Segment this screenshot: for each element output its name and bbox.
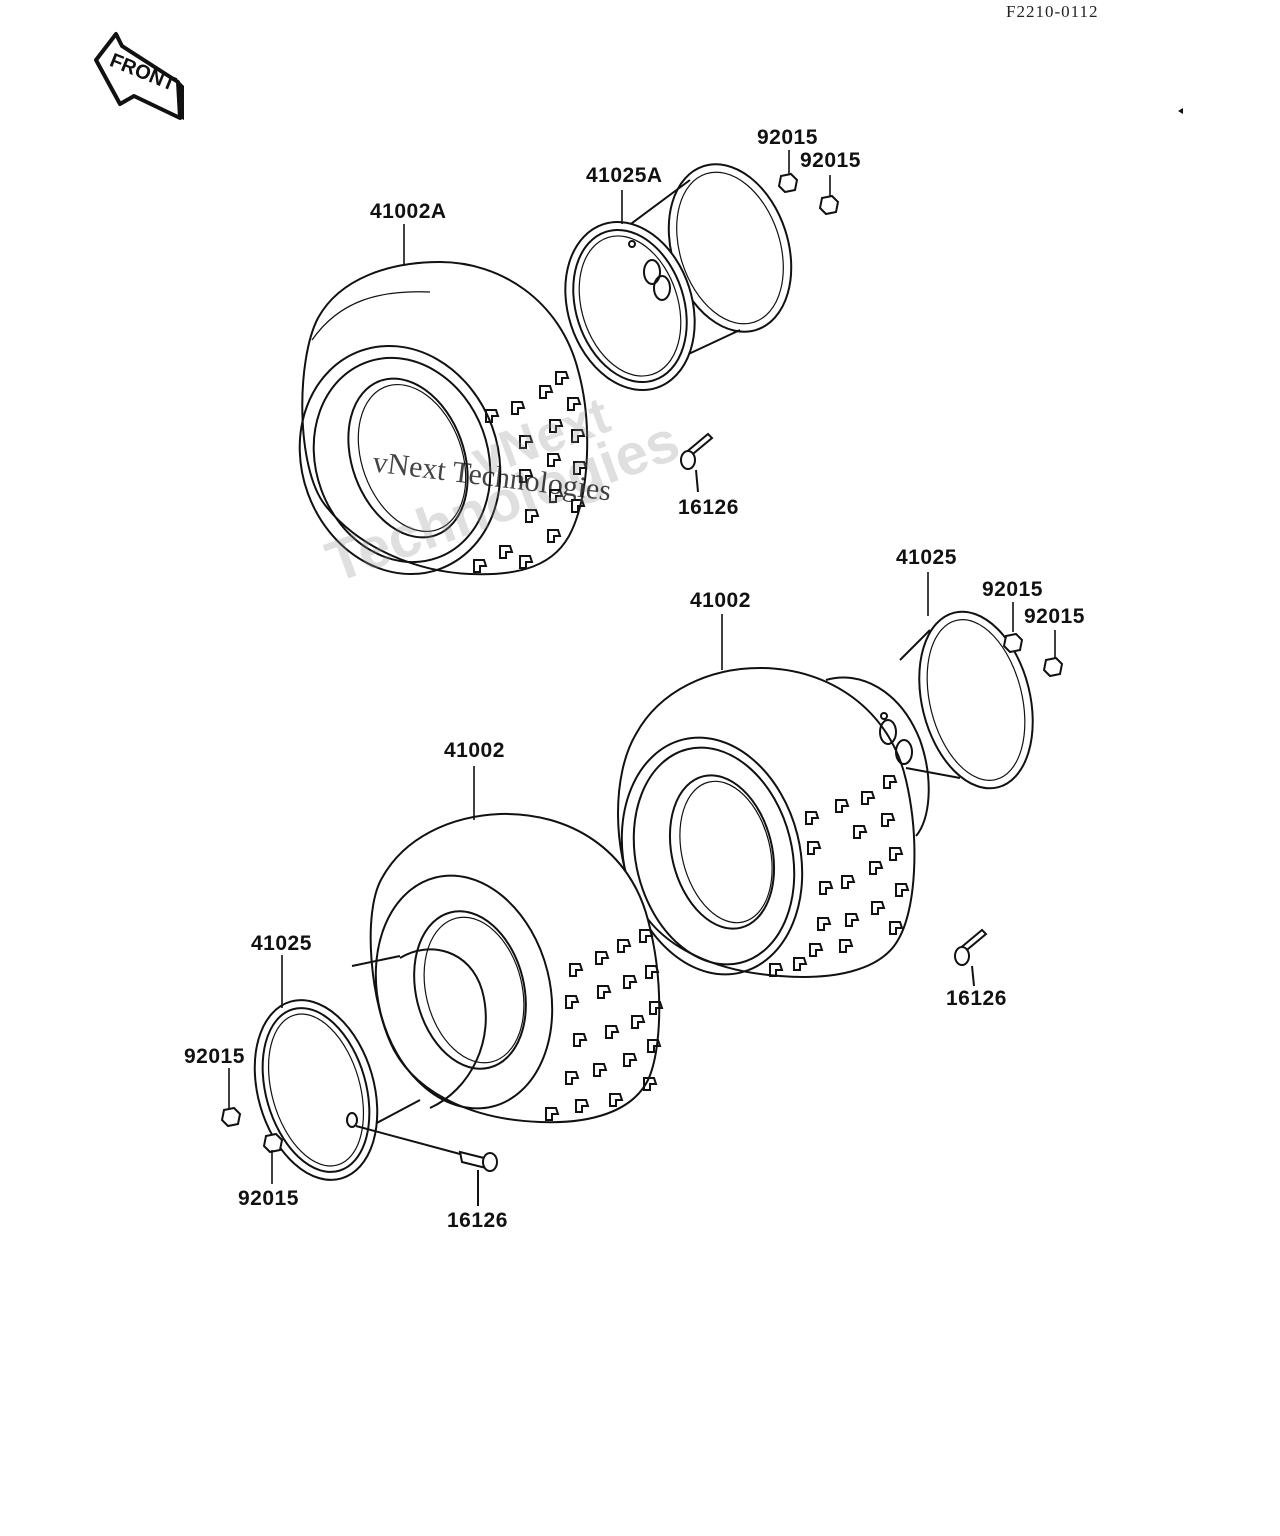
tire-icon xyxy=(298,260,589,576)
rim-icon xyxy=(825,610,1034,837)
rim-icon xyxy=(564,163,793,392)
valve-icon xyxy=(680,432,714,493)
callout-top-nut-b: 92015 xyxy=(800,149,861,172)
drawing-code: F2210-0112 xyxy=(1006,2,1099,21)
mark-icon xyxy=(1178,108,1183,114)
callout-left-valve: 16126 xyxy=(447,1209,508,1232)
callout-left-rim: 41025 xyxy=(251,932,312,955)
callout-right-nut-a: 92015 xyxy=(982,578,1043,601)
nut-icon xyxy=(220,1106,284,1154)
callout-right-nut-b: 92015 xyxy=(1024,605,1085,628)
callout-left-tire: 41002 xyxy=(444,739,505,762)
callout-top-tire: 41002A xyxy=(370,200,447,223)
nut-icon xyxy=(1002,632,1064,678)
callout-left-nut-a: 92015 xyxy=(184,1045,245,1068)
callout-top-rim: 41025A xyxy=(586,164,663,187)
rim-icon xyxy=(253,948,487,1181)
callout-top-nut-a: 92015 xyxy=(757,126,818,149)
callout-right-tire: 41002 xyxy=(690,589,751,612)
valve-icon xyxy=(458,1150,498,1206)
valve-icon xyxy=(954,928,988,987)
callout-left-nut-b: 92015 xyxy=(238,1187,299,1210)
front-arrow-icon: FRONT xyxy=(94,32,184,120)
tire-icon xyxy=(369,812,663,1124)
callout-right-rim: 41025 xyxy=(896,546,957,569)
nut-icon xyxy=(777,172,840,216)
callout-right-valve: 16126 xyxy=(946,987,1007,1010)
callout-top-valve: 16126 xyxy=(678,496,739,519)
